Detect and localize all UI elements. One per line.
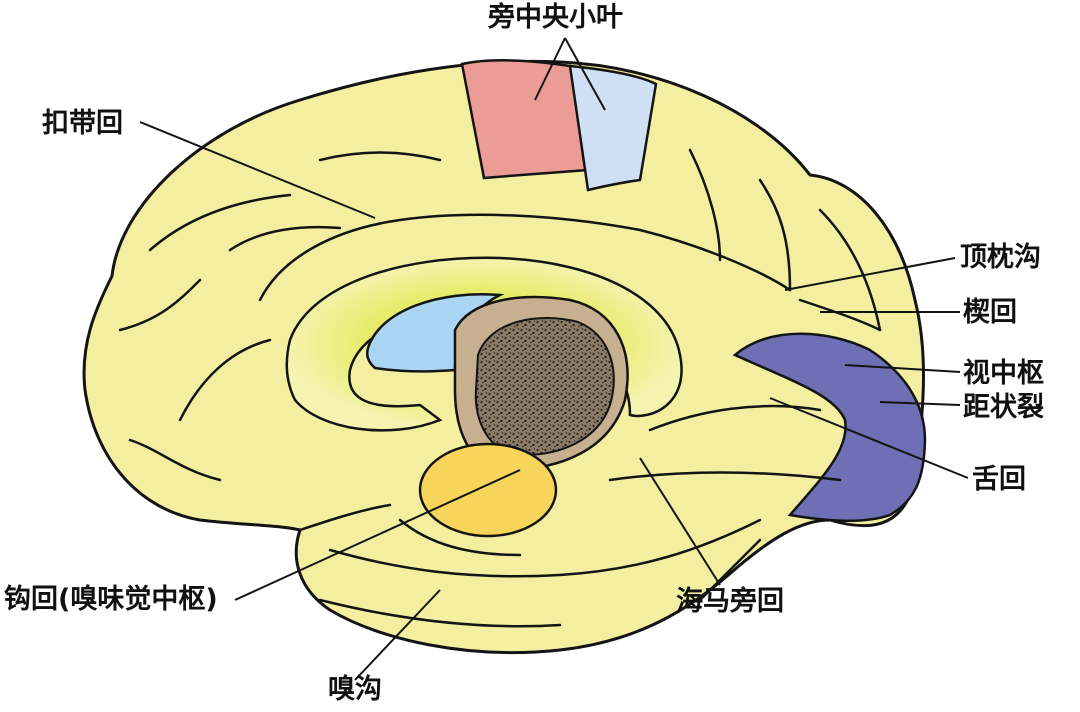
label-lingual-gyrus: 舌回 (972, 464, 1026, 495)
leader-paracentral-a (534, 37, 566, 101)
paracentral-posterior-patch (568, 64, 658, 192)
label-uncus: 钩回(嗅味觉中枢) (4, 584, 218, 615)
leader-parieto-occipital (784, 257, 956, 291)
label-cuneus: 楔回 (963, 297, 1017, 328)
leader-parahippocampal (639, 457, 721, 586)
leader-lingual (769, 397, 969, 479)
visual-cortex-region (732, 332, 927, 522)
leader-calcarine (879, 401, 961, 406)
label-calcarine-sulcus: 距状裂 (963, 392, 1044, 423)
paracentral-anterior-patch (460, 59, 590, 180)
label-cingulate-gyrus: 扣带回 (42, 108, 123, 139)
leader-paracentral-b (564, 37, 606, 111)
label-rhinal-sulcus: 嗅沟 (328, 674, 382, 705)
leader-lines (139, 37, 969, 681)
sulci-lines (118, 148, 882, 628)
label-parieto-occipital-sulcus: 顶枕沟 (960, 242, 1041, 273)
watermark: 知乎 @神经时讯 (826, 648, 1017, 678)
leader-uncus (234, 469, 521, 601)
label-paracentral-lobule: 旁中央小叶 (488, 2, 623, 33)
label-visual-center: 视中枢 (963, 358, 1044, 389)
leader-rhinal (354, 589, 441, 681)
leader-cingulate (139, 121, 376, 219)
leader-visual-center (844, 364, 961, 373)
uncus-region (418, 442, 558, 538)
label-parahippocampal-gyrus: 海马旁回 (676, 586, 784, 617)
